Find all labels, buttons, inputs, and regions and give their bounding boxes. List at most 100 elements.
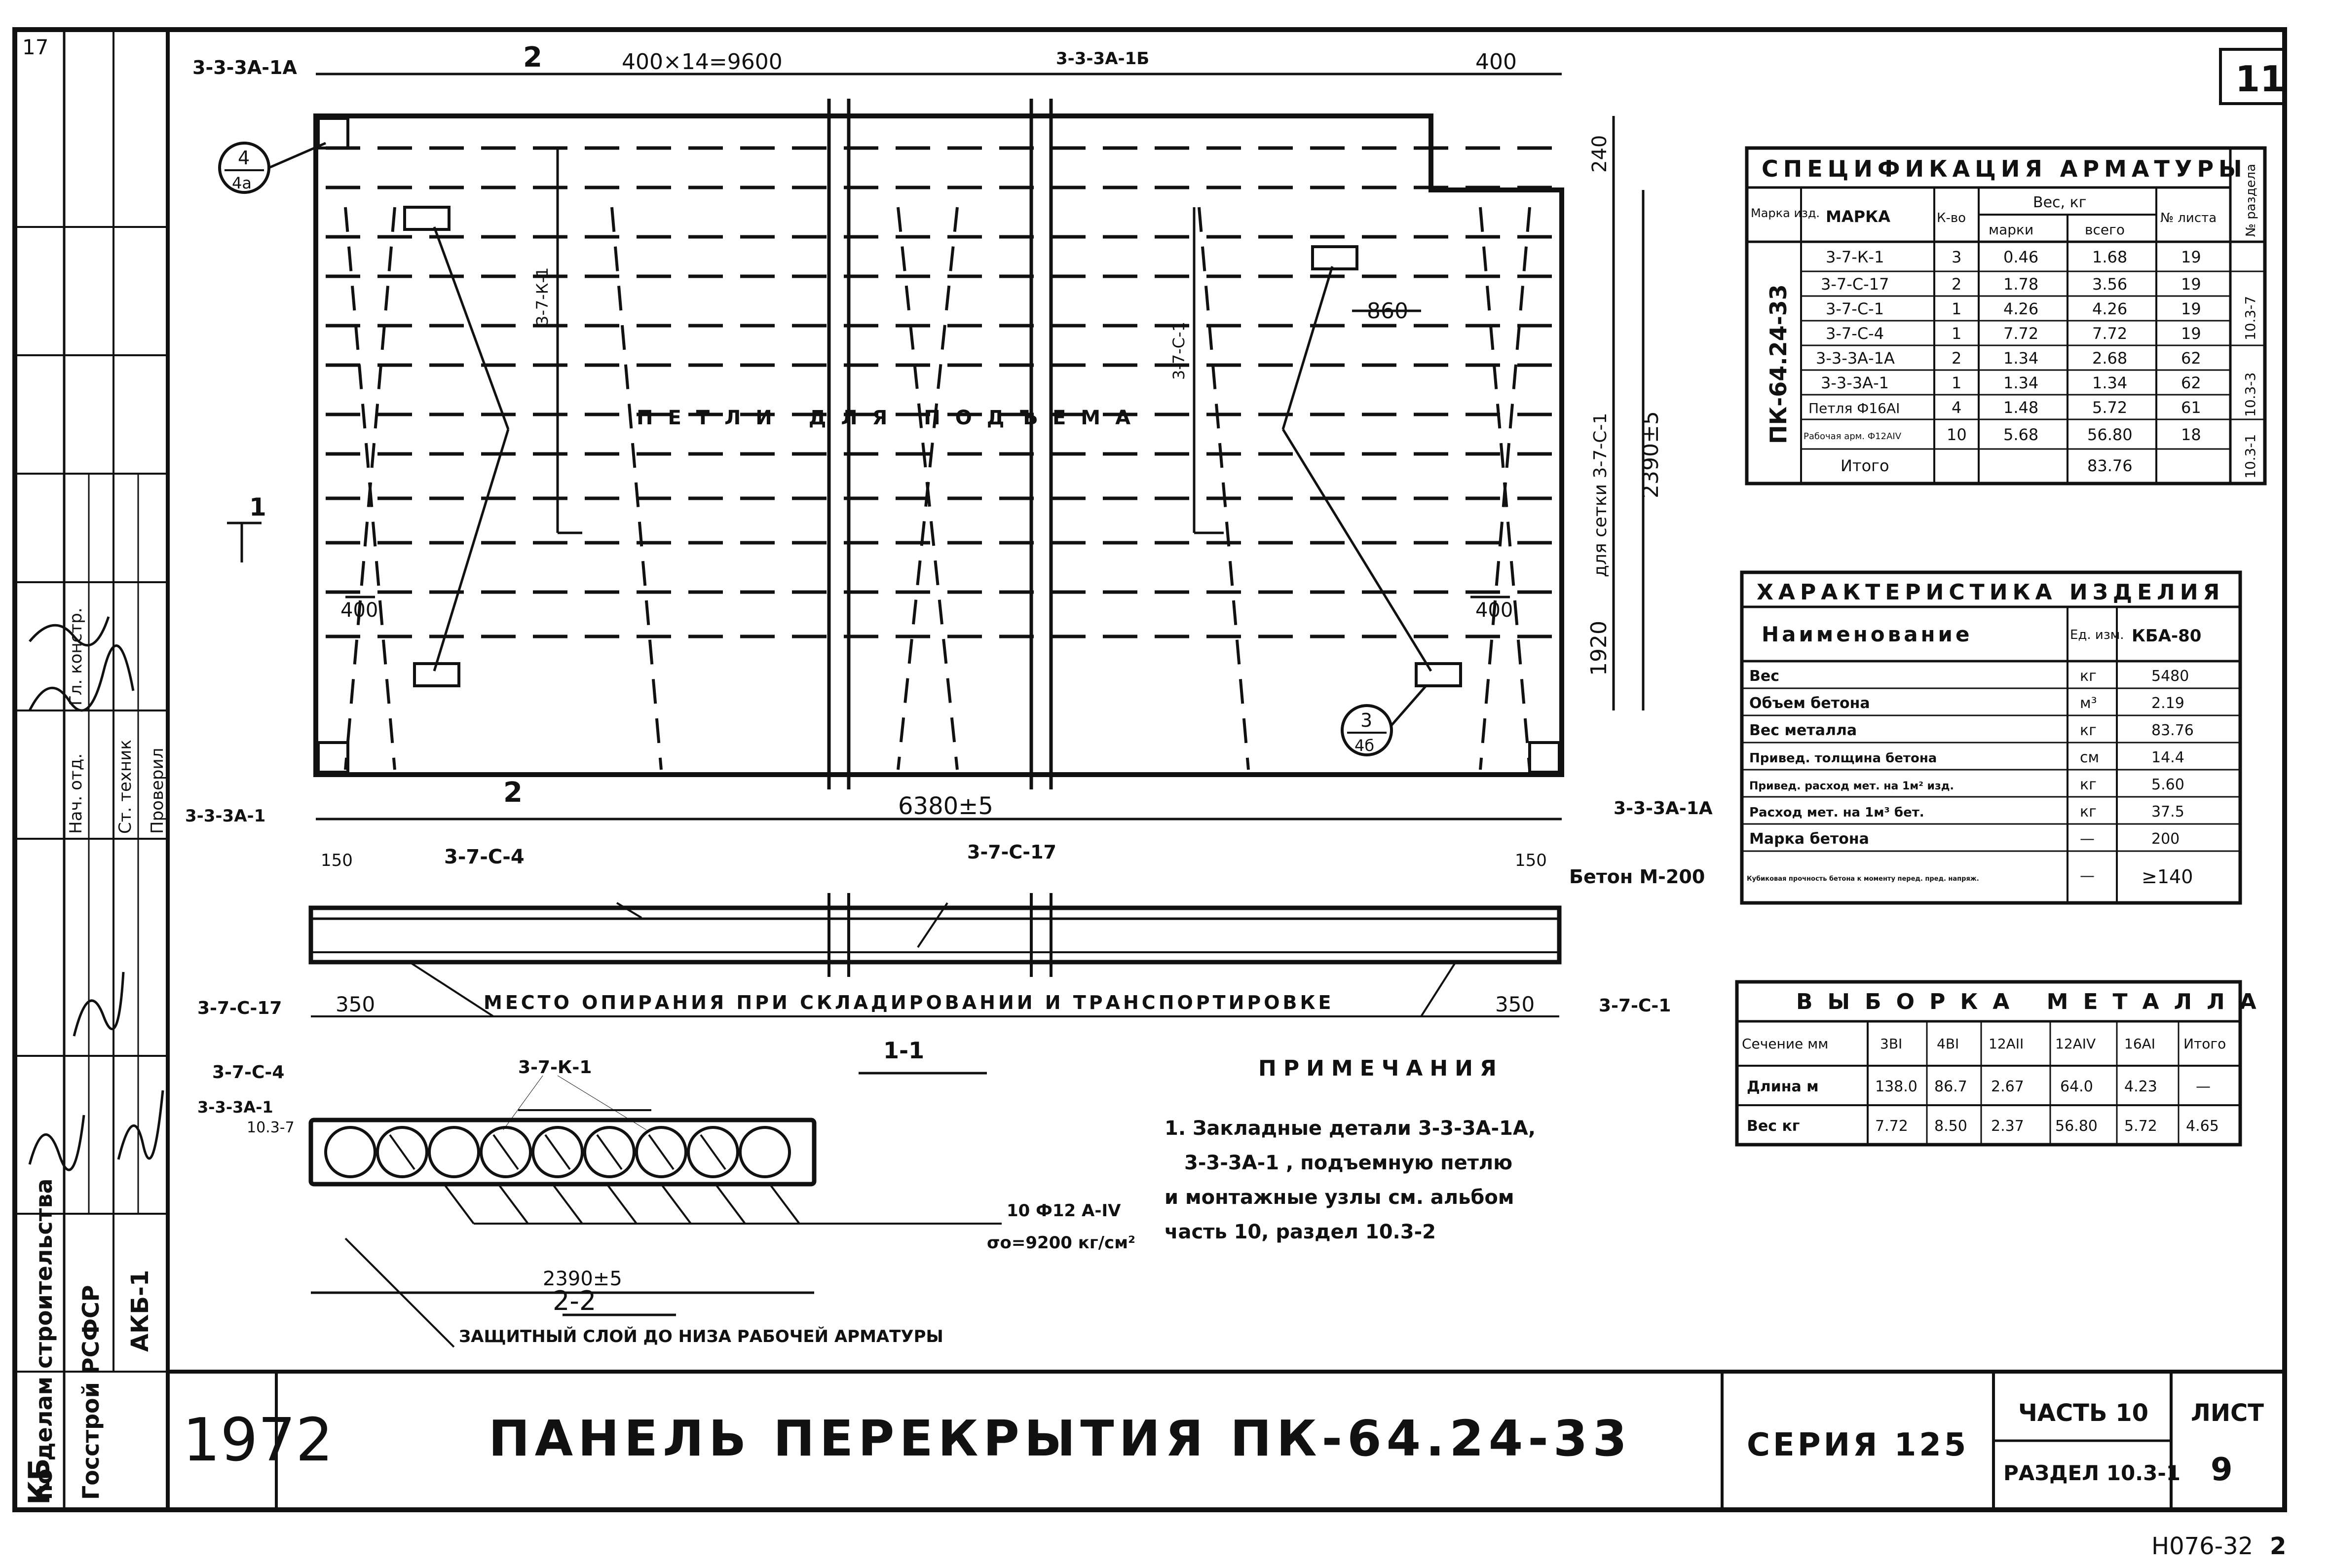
spec-section: 10.3-7 <box>2242 296 2258 340</box>
metal-head: 12АIV <box>2055 1036 2096 1052</box>
cell-unit: см <box>2080 749 2099 766</box>
spec-table <box>1745 146 2267 485</box>
cell-name: Вес <box>1749 668 1779 685</box>
panel-elevation <box>308 893 1562 1017</box>
char-title: ХАРАКТЕРИСТИКА ИЗДЕЛИЯ <box>1757 580 2224 605</box>
spec-row: 3-7-С-4 1 7.72 7.72 19 <box>1826 324 2201 343</box>
note-line: 1. Закладные детали 3-3-3А-1А, <box>1165 1117 1536 1140</box>
revision-row: Ст. техник <box>115 740 135 834</box>
metal-cell: 64.0 <box>2060 1078 2093 1095</box>
label-top-left: 3-3-3А-1А <box>192 57 297 78</box>
metal-head: 4ВI <box>1937 1036 1959 1052</box>
spec-head-sheet: № листа <box>2160 211 2217 225</box>
spec-side-header: № раздела <box>2244 164 2258 237</box>
section-ref-2-2: 2-2 <box>553 1285 596 1316</box>
callout-4: 4 4a <box>218 142 326 194</box>
metal-row-label: Длина м <box>1747 1078 1819 1095</box>
cell-sheet: 19 <box>2181 248 2201 266</box>
cell-value: 2.19 <box>2151 695 2184 712</box>
metal-cell: 8.50 <box>1934 1118 1967 1135</box>
metal-cell: 4.65 <box>2186 1118 2219 1135</box>
metal-cell: — <box>2196 1078 2211 1095</box>
cell-total: 1.68 <box>2092 248 2127 266</box>
spec-head-w-unit: марки <box>1989 222 2033 238</box>
revision-row: Нач. отд. <box>66 753 86 834</box>
cell-unit: — <box>2080 830 2095 848</box>
cell-mark: 3-7-С-4 <box>1826 324 1884 343</box>
right-dimension-total: 2390±5 <box>1638 411 1663 498</box>
section-label-c4: 3-7-С-4 <box>212 1062 284 1083</box>
top-sheet-number: 11 <box>2235 58 2285 100</box>
label-bottom-right: 3-3-3А-1А <box>1614 798 1713 819</box>
length-dimension: 6380±5 <box>898 792 993 820</box>
characteristics-table <box>1740 570 2242 905</box>
section-label-k1: 3-7-К-1 <box>518 1057 592 1078</box>
spec-panel-name: ПК-64.24-33 <box>1765 284 1792 444</box>
cell-name: Вес металла <box>1749 722 1857 739</box>
dimension-400-right: 400 <box>1475 599 1513 622</box>
revision-block: Нач. отд. Гл. констр. Ст. техник Провери… <box>66 607 167 834</box>
cell-mark: 3-7-С-17 <box>1821 275 1889 294</box>
metal-row: Вес кг 7.72 8.50 2.37 56.80 5.72 4.65 <box>1747 1118 2219 1135</box>
metal-cell: 138.0 <box>1875 1078 1917 1095</box>
metal-head: 3ВI <box>1880 1036 1902 1052</box>
vertical-note: для сетки 3-7-С-1 <box>1590 413 1611 577</box>
spec-row: 3-7-С-17 2 1.78 3.56 19 <box>1821 275 2201 294</box>
spec-row: 3-3-3А-1А 2 1.34 2.68 62 <box>1816 349 2201 368</box>
spec-head-mark: МАРКА <box>1826 207 1890 226</box>
elev-support-text: МЕСТО ОПИРАНИЯ ПРИ СКЛАДИРОВАНИИ И ТРАНС… <box>484 992 1334 1013</box>
char-head-name: Наименование <box>1762 622 1972 646</box>
section-ref-left-sheet: 10.3-7 <box>247 1119 295 1136</box>
revision-row: Проверил <box>148 748 167 834</box>
revision-row: Гл. констр. <box>66 607 86 706</box>
dimension-400-left: 400 <box>340 599 378 622</box>
metal-header: Сечение мм 3ВI 4ВI 12АII 12АIV 16АI Итог… <box>1742 1036 2226 1052</box>
cell-total: 3.56 <box>2092 275 2127 294</box>
spec-section: 10.3-1 <box>2242 434 2258 479</box>
cell-mark: 3-7-С-1 <box>1826 299 1884 318</box>
top-right-dimension: 400 <box>1475 49 1517 75</box>
spec-rows: 3-7-К-1 3 0.46 1.68 19 3-7-С-17 2 1.78 3… <box>1804 248 2258 479</box>
metal-head: 12АII <box>1989 1036 2024 1052</box>
char-rows: Вес кг 5480 Объем бетона м³ 2.19 Вес мет… <box>1747 668 2194 888</box>
cell-total: 2.68 <box>2092 349 2127 368</box>
cell-value: 37.5 <box>2151 803 2184 821</box>
char-row: Марка бетона — 200 <box>1749 830 2180 848</box>
cell-name: Расход мет. на 1м³ бет. <box>1749 805 1924 820</box>
cell-unit: 4.26 <box>2003 299 2038 318</box>
spec-row: Петля Ф16АI 4 1.48 5.72 61 <box>1808 398 2201 417</box>
cell-count: 4 <box>1952 398 1961 417</box>
sheet-frame <box>12 27 2287 1512</box>
note-line: часть 10, раздел 10.3-2 <box>1165 1221 1436 1243</box>
rebar-note-a: 10 Ф12 А-IV <box>1007 1201 1121 1221</box>
metal-cell: 86.7 <box>1934 1078 1967 1095</box>
section-mark-top: 2 <box>523 41 542 74</box>
elev-dim-350-right: 350 <box>1495 992 1535 1016</box>
cell-mark: 3-3-3А-1А <box>1816 349 1895 368</box>
char-row: Расход мет. на 1м³ бет. кг 37.5 <box>1749 803 2184 821</box>
notes-block: ПРИМЕЧАНИЯ 1. Закладные детали 3-3-3А-1А… <box>1165 1056 1536 1243</box>
cell-mark: Рабочая арм. Ф12АIV <box>1804 431 1902 442</box>
callout-3-number: 3 <box>1360 709 1372 731</box>
char-row: Объем бетона м³ 2.19 <box>1749 695 2184 712</box>
corner-number: 17 <box>22 35 48 59</box>
char-row: Вес металла кг 83.76 <box>1749 722 2194 739</box>
callout-3: 3 4б <box>1341 685 1427 756</box>
notes-title: ПРИМЕЧАНИЯ <box>1258 1056 1504 1081</box>
elev-dim-150-right: 150 <box>1515 851 1547 870</box>
cell-unit: 7.72 <box>2003 324 2038 343</box>
cover-note: ЗАЩИТНЫЙ СЛОЙ ДО НИЗА РАБОЧЕЙ АРМАТУРЫ <box>459 1326 943 1346</box>
note-line: 3-3-3А-1 , подъемную петлю <box>1184 1152 1512 1174</box>
spec-head-w-total: всего <box>2085 222 2125 238</box>
kb-mark: КБ <box>22 1458 57 1505</box>
section-width-dim: 2390±5 <box>543 1268 622 1290</box>
char-row: Вес кг 5480 <box>1749 668 2189 685</box>
part-label: ЧАСТЬ 10 <box>2018 1399 2148 1427</box>
metal-table <box>1735 980 2242 1147</box>
metal-head: 16АI <box>2124 1036 2155 1052</box>
callout-4-sheet: 4a <box>232 174 252 192</box>
drawing-title: ПАНЕЛЬ ПЕРЕКРЫТИЯ ПК-64.24-33 <box>489 1410 1632 1467</box>
cell-name: Привед. толщина бетона <box>1749 751 1937 766</box>
cell-sheet: 19 <box>2181 275 2201 294</box>
cell-sheet: 61 <box>2181 398 2201 417</box>
